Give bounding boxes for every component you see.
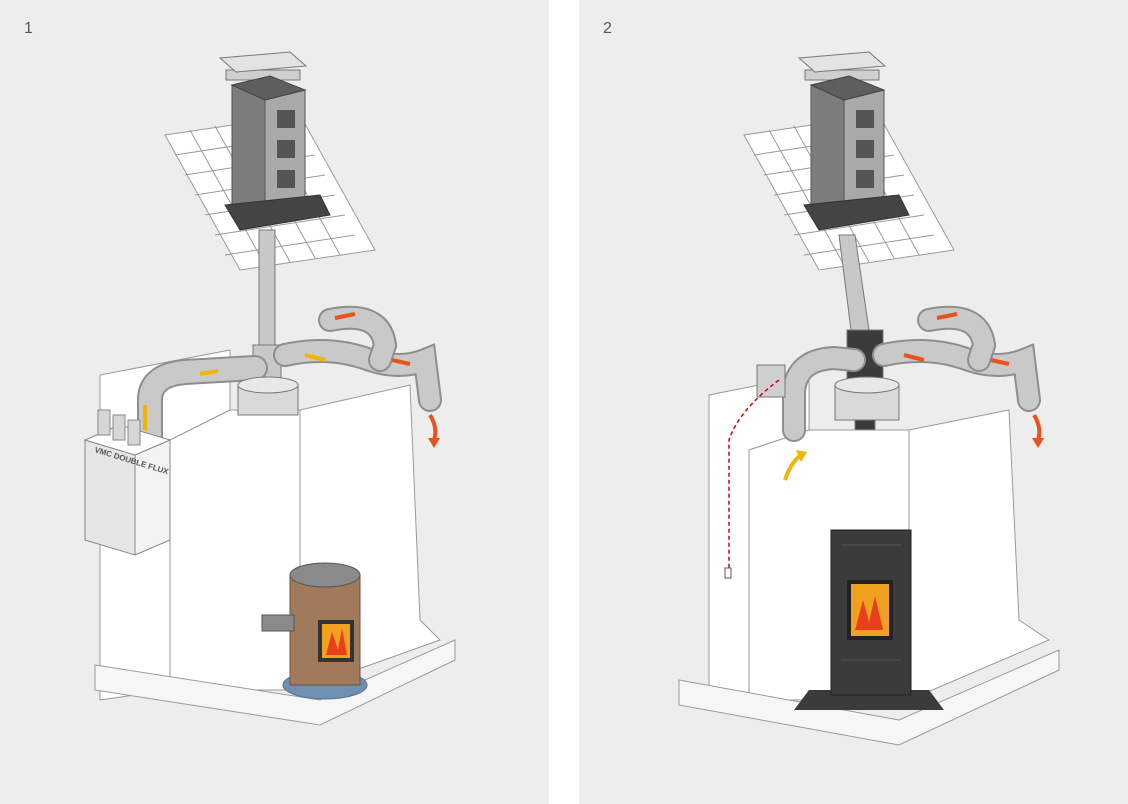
control-box [756,364,786,398]
panel-number: 1 [24,20,33,37]
chimney-cap [218,51,331,231]
ventilation-diagram-2 [678,51,1060,746]
panel-number: 2 [603,20,612,37]
airflow-arrows [783,312,1044,481]
wall-switch [724,567,732,579]
panel-1: 1 [0,0,549,804]
chimney-cap [797,51,910,231]
vmc-double-flux-unit [83,409,172,556]
pellet-stove [261,562,368,700]
airflow-arrows [143,312,440,448]
wood-stove [794,529,944,710]
panel-2: 2 [579,0,1128,804]
enclosure-walls [678,374,1060,746]
manifold [237,376,299,416]
manifold [834,376,900,421]
control-wire [728,379,780,570]
ventilation-diagram-1: VMC DOUBLE FLUX [83,51,456,726]
